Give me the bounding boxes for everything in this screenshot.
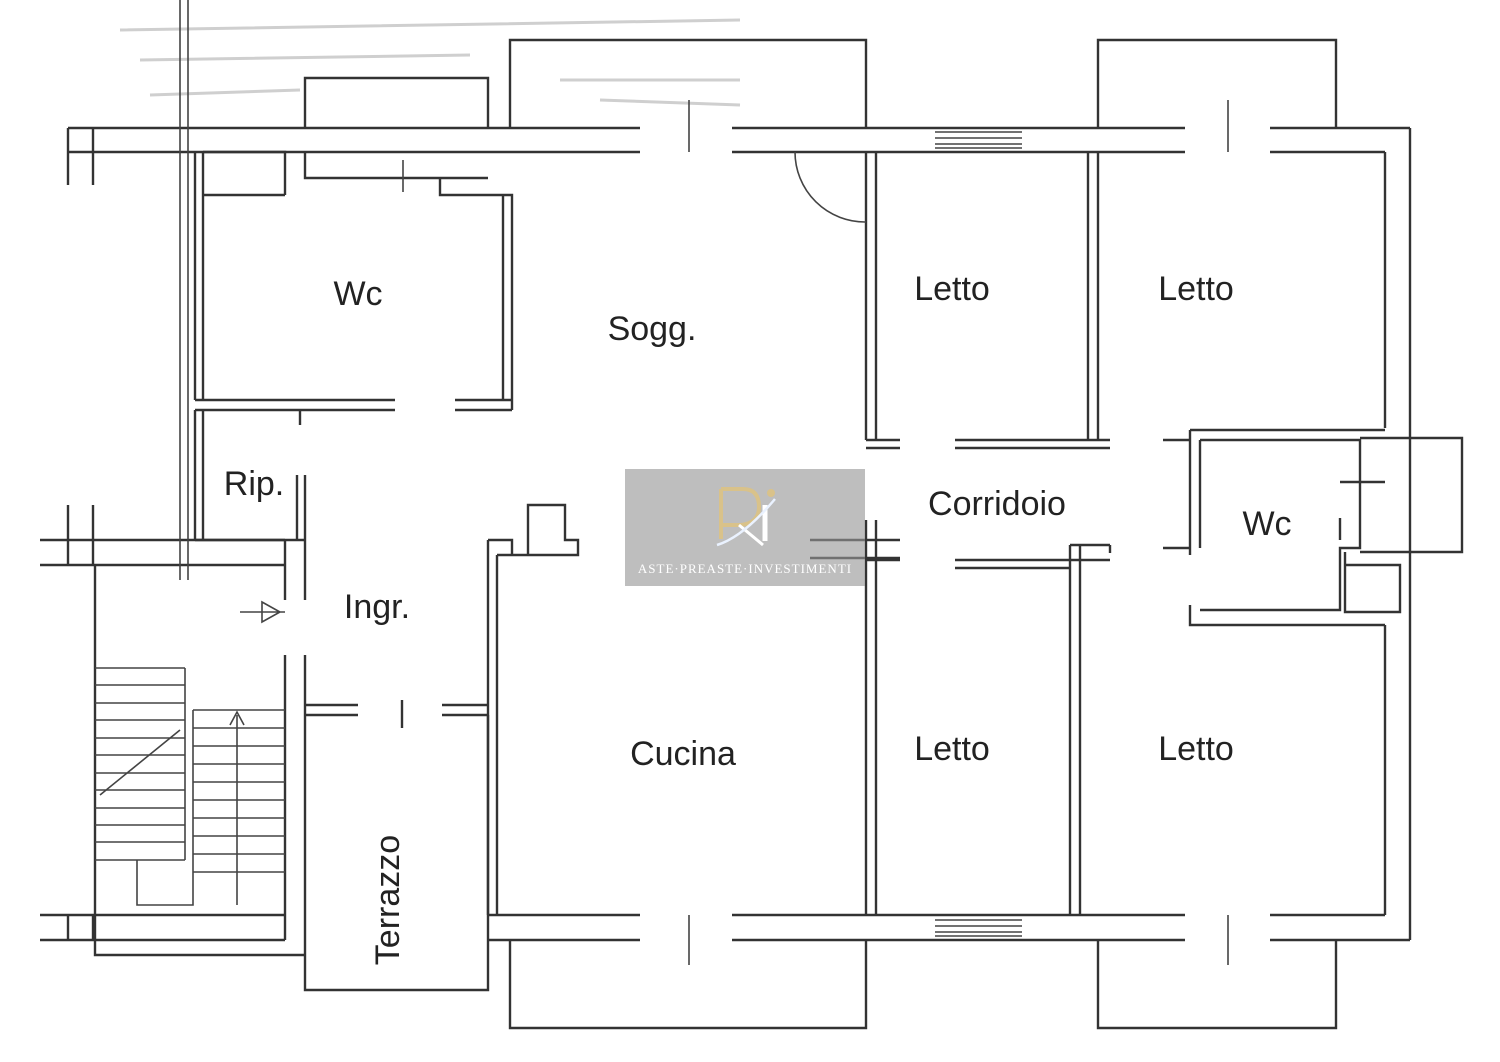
room-label-ripostiglio: Rip. xyxy=(224,465,284,503)
room-label-wc-right: Wc xyxy=(1242,505,1291,543)
room-label-soggiorno: Sogg. xyxy=(608,310,697,348)
room-label-terrazzo: Terrazzo xyxy=(369,835,407,965)
room-label-wc-left: Wc xyxy=(333,275,382,313)
room-label-letto-bottom-left: Letto xyxy=(914,730,990,768)
watermark-text: ASTE·PREASTE·INVESTIMENTI xyxy=(637,561,853,576)
brand-logo-icon xyxy=(716,487,776,547)
windows xyxy=(402,100,1229,965)
background-artifacts xyxy=(119,18,741,107)
shaft-lines xyxy=(179,0,189,580)
room-label-letto-top-right: Letto xyxy=(1158,270,1234,308)
room-label-cucina: Cucina xyxy=(630,735,736,773)
balconies xyxy=(303,38,1338,1030)
outer-walls xyxy=(40,126,1412,942)
room-labels: Wc Sogg. Letto Letto Rip. Corridoio Wc I… xyxy=(224,270,1292,965)
room-label-corridoio: Corridoio xyxy=(928,485,1066,523)
watermark: ASTE·PREASTE·INVESTIMENTI xyxy=(625,469,865,586)
interior-walls xyxy=(193,150,1464,992)
room-label-letto-bottom-right: Letto xyxy=(1158,730,1234,768)
room-label-ingresso: Ingr. xyxy=(344,588,410,626)
room-label-letto-top-left: Letto xyxy=(914,270,990,308)
door-swing xyxy=(794,151,867,223)
staircase xyxy=(93,565,305,957)
